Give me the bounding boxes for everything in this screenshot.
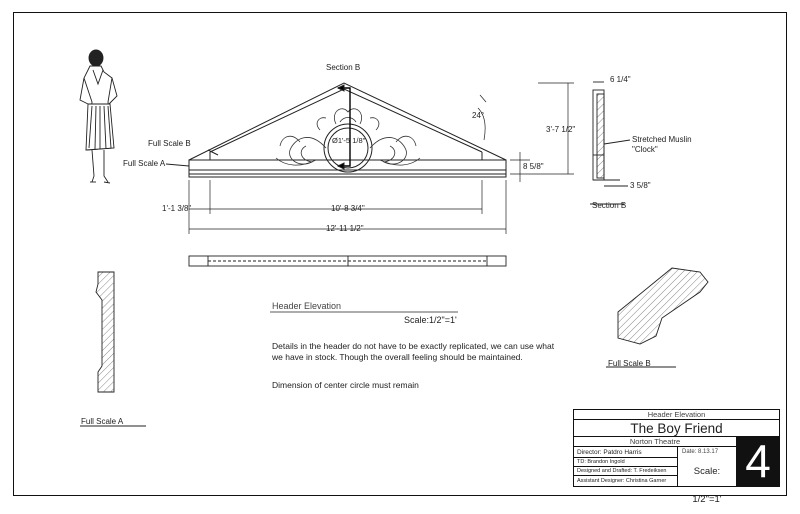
overall-dim-label: 12'-11 1/2" xyxy=(326,224,364,233)
full-scale-b-profile xyxy=(606,267,709,368)
height-dim-label: 3'-7 1/2" xyxy=(546,125,576,134)
header-plan-strip xyxy=(188,255,507,267)
muslin-label-line1: Stretched Muslin xyxy=(632,135,692,144)
drawing-sheet-border xyxy=(13,12,787,496)
top-width-dim-label: 6 1/4" xyxy=(610,75,631,84)
angle-label: 24° xyxy=(472,111,485,120)
section-b-top-label: Section B xyxy=(326,63,361,72)
title-block-subtitle: Header Elevation xyxy=(574,410,779,420)
pediment-elevation xyxy=(165,82,507,178)
title-block-director: Director: Patdro Harris xyxy=(574,447,678,458)
title-block-assistant: Assistant Designer: Christina Garner xyxy=(574,476,678,486)
title-block-title: The Boy Friend xyxy=(574,420,779,437)
section-b-caption: Section B xyxy=(592,201,627,210)
title-block-designer: Designed and Drafted: T. Fredeiksen xyxy=(574,467,678,476)
muslin-label-line2: "Clock" xyxy=(632,145,658,154)
full-scale-a-label: Full Scale A xyxy=(123,159,166,168)
acanthus-ornament xyxy=(275,108,421,166)
section-b-detail xyxy=(590,81,631,205)
scale-caption: Scale:1/2"=1' xyxy=(404,315,457,325)
header-elevation-caption: Header Elevation xyxy=(272,301,342,311)
center-dim-label: 10'-8 3/4" xyxy=(331,204,365,213)
left-dim-label: 1'-1 3/8" xyxy=(162,204,192,213)
title-block-venue: Norton Theatre xyxy=(574,437,736,447)
costume-figure-illustration xyxy=(79,49,118,184)
title-block-scale: Scale: 1/2"=1' xyxy=(692,466,722,505)
full-scale-a-profile xyxy=(80,271,146,427)
base-dim-label: 8 5/8" xyxy=(523,162,544,171)
full-scale-a-caption: Full Scale A xyxy=(81,417,124,426)
sheet-number: 4 xyxy=(736,436,780,487)
full-scale-b-caption: Full Scale B xyxy=(608,359,651,368)
circle-dim-label: Ø1'-5 1/8" xyxy=(332,136,366,145)
full-scale-b-label: Full Scale B xyxy=(148,139,191,148)
title-block-date: Date: 8.13.17 xyxy=(682,449,719,455)
dimension-lines xyxy=(188,82,574,234)
title-block-td: TD: Brandon Ingold xyxy=(574,458,678,467)
bottom-width-dim-label: 3 5/8" xyxy=(630,181,651,190)
details-note: Details in the header do not have to be … xyxy=(272,341,555,362)
circle-note: Dimension of center circle must remain xyxy=(272,380,419,390)
